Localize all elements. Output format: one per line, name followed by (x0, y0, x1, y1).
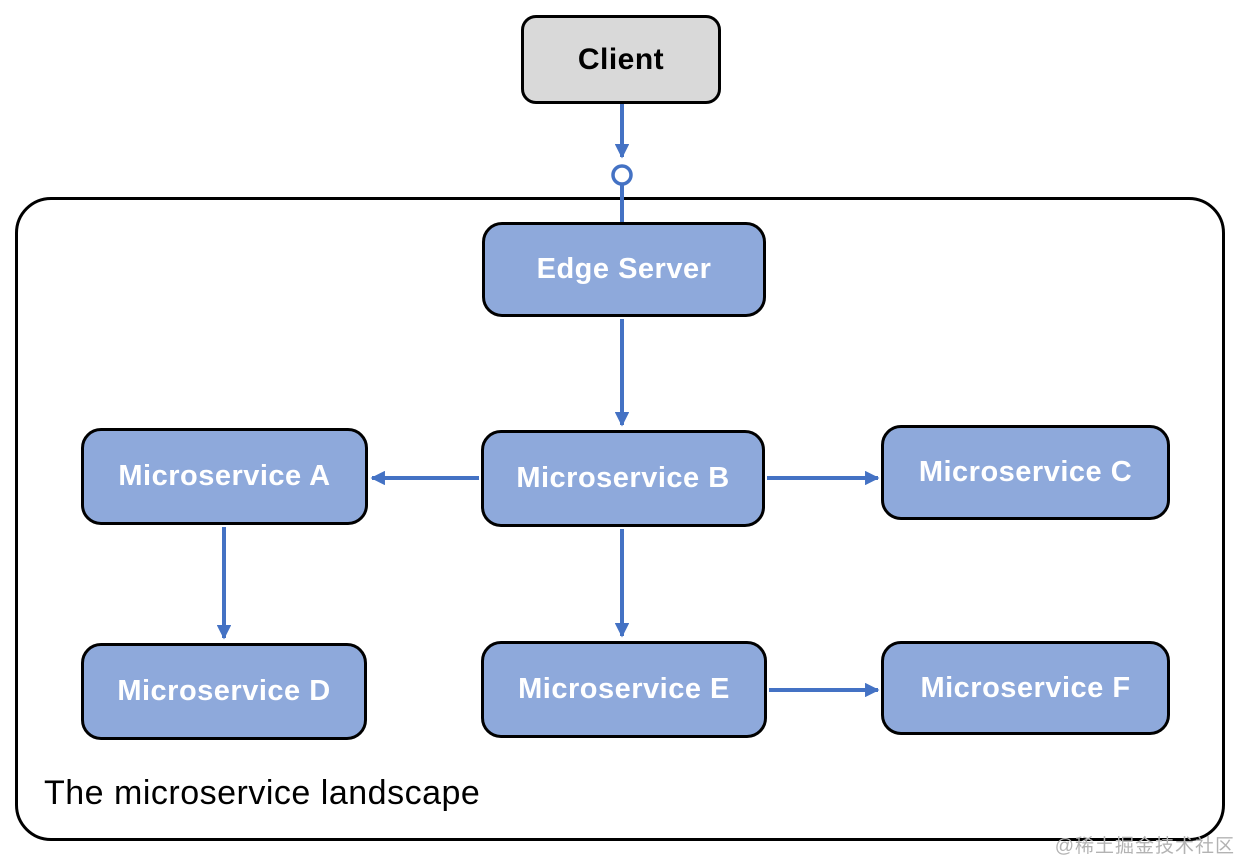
node-microservice-f-label: Microservice F (920, 671, 1131, 704)
node-microservice-c-label: Microservice C (918, 456, 1133, 488)
node-client: Client (521, 15, 721, 104)
node-microservice-d: Microservice D (81, 643, 367, 740)
lollipop-circle-icon (611, 164, 633, 186)
node-client-label: Client (577, 42, 665, 76)
diagram-title: The microservice landscape (44, 774, 481, 812)
node-edge-server-label: Edge Server (536, 253, 712, 285)
node-microservice-a-label: Microservice A (118, 460, 331, 492)
node-microservice-f: Microservice F (881, 641, 1170, 735)
node-edge-server: Edge Server (482, 222, 766, 317)
node-microservice-c: Microservice C (881, 425, 1170, 520)
node-microservice-a: Microservice A (81, 428, 368, 525)
node-microservice-b-label: Microservice B (516, 462, 730, 494)
node-microservice-e: Microservice E (481, 641, 767, 738)
watermark-text: @稀土掘金技术社区 (1054, 836, 1235, 857)
node-microservice-e-label: Microservice E (518, 673, 730, 705)
node-microservice-b: Microservice B (481, 430, 765, 527)
node-microservice-d-label: Microservice D (117, 675, 331, 707)
